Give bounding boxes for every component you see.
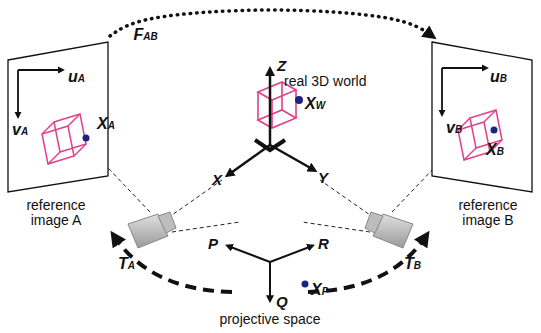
axis-label: uB [490,69,507,86]
space-title: real 3D world [284,74,366,89]
panel-heading: reference image B [438,198,538,229]
point-label: XA [97,116,115,133]
axis-label: Z [277,58,286,74]
axis-label: Y [318,170,328,186]
panel-heading: reference image A [6,198,106,229]
world-cube [258,82,296,128]
axis-label: P [208,236,218,252]
axis-label: Q [276,294,288,310]
transform-arrows [114,236,426,292]
transform-label: TB [404,256,421,273]
point-label: XP [311,282,328,299]
edge-label: FAB [131,27,159,44]
axis-label: vA [12,122,28,139]
reference-image: reference image A uA vA XA [4,38,114,233]
reference-image: reference image B uB vB XB [428,38,538,233]
projective-axes [228,246,312,300]
axis-label: vB [446,120,462,137]
transform-label: TA [118,256,135,273]
world-point [295,96,303,104]
axis-label: R [318,236,329,252]
camera-left [128,212,176,248]
axis-label: X [212,172,222,188]
camera-right [365,212,413,248]
axis-label: uA [68,69,85,86]
point-label: XB [486,142,504,159]
space-title: projective space [219,312,320,327]
projective-point [302,281,309,288]
point-label: XW [305,96,325,113]
